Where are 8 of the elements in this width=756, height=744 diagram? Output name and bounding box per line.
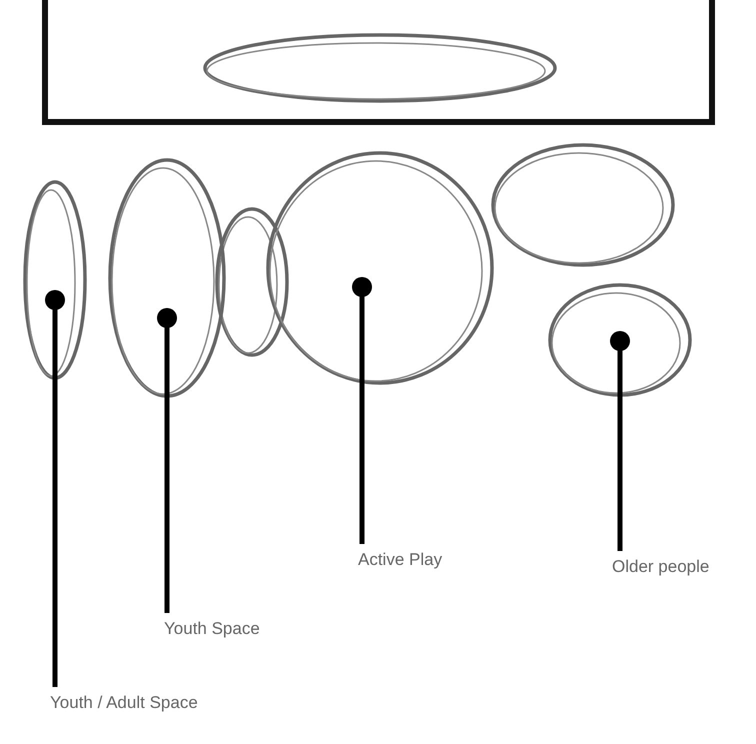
- leader-line: [45, 290, 65, 687]
- area-label: Youth Space: [164, 619, 260, 639]
- area-label: Active Play: [358, 550, 442, 570]
- leader-line: [352, 277, 372, 544]
- area-label: Older people: [612, 557, 710, 577]
- leader-line: [610, 331, 630, 551]
- leader-line: [157, 308, 177, 613]
- area-label: Youth / Adult Space: [50, 693, 198, 713]
